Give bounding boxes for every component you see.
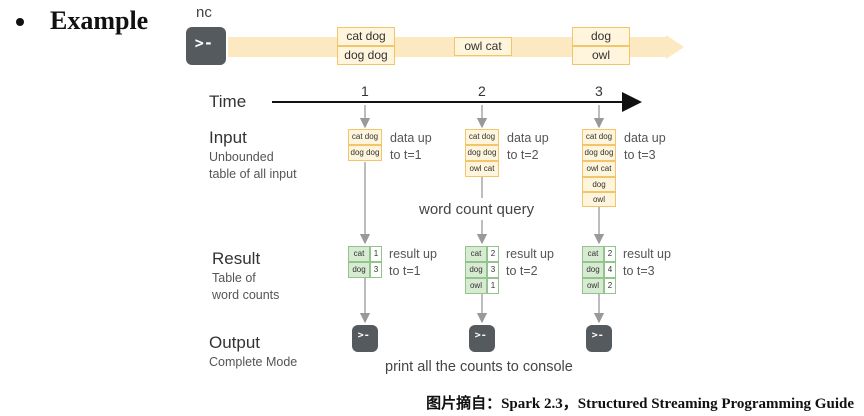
nc-label: nc (196, 4, 212, 21)
output-sub: Complete Mode (209, 355, 298, 369)
input-note-t2-line-1: data up (507, 131, 549, 145)
prompt-glyph: >- (357, 329, 370, 341)
output-caption: print all the counts to console (385, 359, 573, 375)
time-label: Time (209, 92, 247, 111)
input-note-t3-line-1: data up (624, 131, 666, 145)
result-t2-count-2: 3 (487, 262, 499, 278)
result-t2-count-1: 2 (487, 246, 499, 262)
input-t3-row-4: dog (582, 177, 616, 192)
tick-1: 1 (361, 83, 369, 99)
input-sub-line-2: table of all input (209, 167, 297, 181)
stream-box-1-line-1: cat dog (337, 27, 395, 46)
stream-box-1-line-2: dog dog (337, 46, 395, 65)
stream-box-3-line-1: dog (572, 27, 630, 46)
stream-box-3-line-2: owl (572, 46, 630, 65)
prompt-glyph: >- (194, 33, 213, 52)
source-caption: 图片摘自：Spark 2.3，Structured Streaming Prog… (426, 396, 854, 412)
stream-box-2-line-1: owl cat (454, 37, 512, 56)
prompt-glyph: >- (474, 329, 487, 341)
output-label: Output (209, 333, 261, 352)
input-t2-row-1: cat dog (465, 129, 499, 145)
input-t3-row-3: owl cat (582, 161, 616, 177)
result-label: Result (212, 249, 261, 268)
result-note-t3-line-1: result up (623, 247, 671, 261)
result-t3-count-1: 2 (604, 246, 616, 262)
output-terminal-icon-3: >- (586, 325, 612, 352)
result-t3-count-3: 2 (604, 278, 616, 294)
result-note-t1-line-1: result up (389, 247, 437, 261)
nc-terminal-icon: >- (186, 27, 226, 65)
result-t2-count-3: 1 (487, 278, 499, 294)
input-stream-arrowhead (666, 35, 684, 59)
input-sub-line-1: Unbounded (209, 150, 274, 164)
bullet-dot (16, 18, 24, 26)
input-note-t1-line-2: to t=1 (390, 148, 422, 162)
result-t3-word-3: owl (582, 278, 604, 294)
input-t1-row-2: dog dog (348, 145, 382, 161)
word-count-query-label: word count query (419, 201, 535, 218)
input-t3-row-5: owl (582, 192, 616, 207)
input-t2-row-3: owl cat (465, 161, 499, 177)
result-t1-word-1: cat (348, 246, 370, 262)
tick-2: 2 (478, 83, 486, 99)
input-t3-row-2: dog dog (582, 145, 616, 161)
output-terminal-icon-1: >- (352, 325, 378, 352)
result-t3-word-1: cat (582, 246, 604, 262)
input-note-t2-line-2: to t=2 (507, 148, 539, 162)
result-sub-line-1: Table of (212, 271, 256, 285)
prompt-glyph: >- (591, 329, 604, 341)
input-note-t1-line-1: data up (390, 131, 432, 145)
tick-3: 3 (595, 83, 603, 99)
result-t3-word-2: dog (582, 262, 604, 278)
input-t1-row-1: cat dog (348, 129, 382, 145)
output-terminal-icon-2: >- (469, 325, 495, 352)
example-heading: Example (50, 6, 149, 35)
input-note-t3-line-2: to t=3 (624, 148, 656, 162)
result-note-t3-line-2: to t=3 (623, 264, 655, 278)
input-label: Input (209, 128, 247, 147)
result-sub-line-2: word counts (212, 288, 280, 302)
result-t1-count-2: 3 (370, 262, 382, 278)
result-t3-count-2: 4 (604, 262, 616, 278)
result-note-t1-line-2: to t=1 (389, 264, 421, 278)
result-t1-count-1: 1 (370, 246, 382, 262)
result-t2-word-2: dog (465, 262, 487, 278)
result-t2-word-1: cat (465, 246, 487, 262)
input-t3-row-1: cat dog (582, 129, 616, 145)
result-note-t2-line-2: to t=2 (506, 264, 538, 278)
input-t2-row-2: dog dog (465, 145, 499, 161)
result-note-t2-line-1: result up (506, 247, 554, 261)
result-t1-word-2: dog (348, 262, 370, 278)
result-t2-word-3: owl (465, 278, 487, 294)
